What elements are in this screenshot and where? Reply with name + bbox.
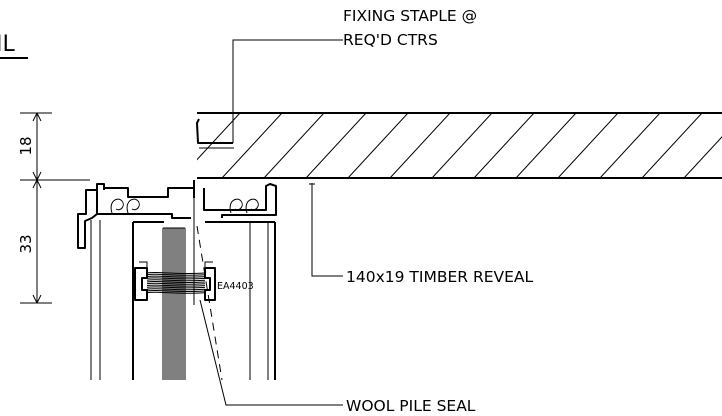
hatch-line: [389, 113, 451, 178]
hatch-line: [305, 113, 367, 178]
timber-reveal: [197, 112, 722, 179]
hatch-line: [197, 113, 241, 161]
title-text: IL: [0, 32, 15, 57]
pile-fibre: [146, 273, 206, 276]
frame-profile: [77, 180, 277, 380]
hatch-line: [431, 113, 493, 178]
dimension-lines: [20, 112, 90, 304]
staple-leader: [232, 39, 343, 143]
hatch-line: [347, 113, 409, 178]
dimension-18: 18: [17, 136, 35, 155]
pile-fibre: [146, 271, 206, 275]
hatch-line: [473, 113, 535, 178]
glass-panel: [162, 225, 223, 381]
hatch-line: [515, 113, 577, 178]
title-fragment: IL: [0, 32, 28, 59]
seal-leader: [199, 299, 343, 406]
pile-fibre: [146, 275, 206, 278]
staple-label-line1: FIXING STAPLE @: [343, 7, 477, 25]
part-code-label: EA4403: [217, 281, 254, 292]
timber-reveal-label: 140x19 TIMBER REVEAL: [346, 268, 534, 286]
dimension-33: 33: [17, 234, 35, 253]
hatch-line: [221, 113, 283, 178]
pile-fibre: [146, 277, 206, 280]
hatch-line: [641, 113, 703, 178]
seal-carriers: [134, 261, 216, 301]
timber-leader: [309, 183, 343, 277]
pile-fibre: [146, 279, 206, 282]
fixing-staple: [196, 118, 234, 149]
staple-label-line2: REQ'D CTRS: [343, 31, 438, 49]
hatch-line: [599, 113, 661, 178]
pile-fibre: [146, 282, 206, 285]
timber-hatching: [197, 113, 722, 178]
hatch-line: [683, 136, 722, 178]
hatch-line: [263, 113, 325, 178]
pile-fibre: [146, 291, 206, 294]
pile-fibre: [146, 288, 206, 291]
hatch-line: [557, 113, 619, 178]
pile-fibre: [146, 280, 206, 284]
pile-fibre: [146, 289, 206, 293]
pile-fibre: [146, 286, 206, 289]
wool-pile-seal-label: WOOL PILE SEAL: [346, 397, 476, 415]
wool-pile-seal: [146, 271, 206, 294]
pile-fibre: [146, 284, 206, 287]
